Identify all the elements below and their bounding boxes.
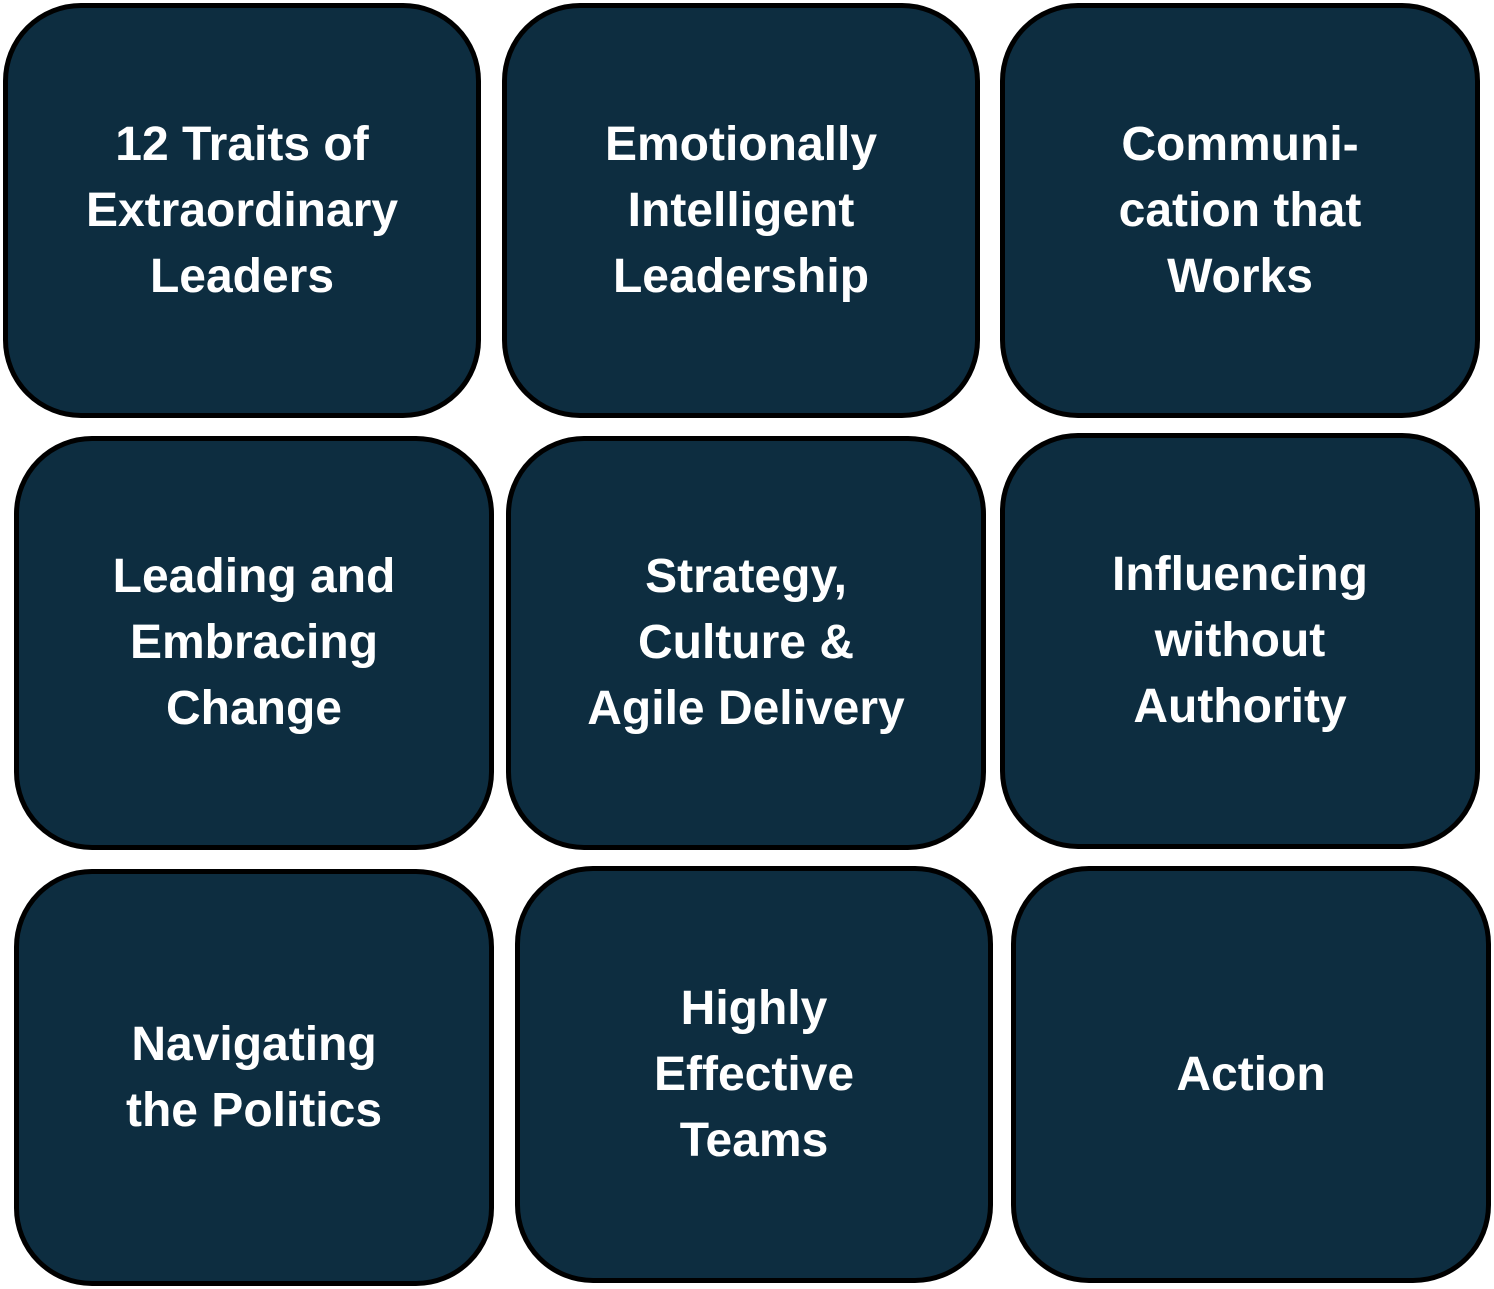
tile-label: Highly Effective Teams [653, 981, 855, 1167]
tile-emotionally-intelligent-leadership: Emotionally Intelligent Leadership [502, 3, 980, 418]
tile-effective-teams: Highly Effective Teams [515, 866, 993, 1283]
tile-navigating-politics: Navigating the Politics [14, 869, 494, 1286]
tile-leading-change: Leading and Embracing Change [14, 436, 494, 850]
tile-influencing: Influencing without Authority [1000, 433, 1480, 849]
tile-label: Emotionally Intelligent Leadership [604, 117, 878, 303]
tile-label: Strategy, Culture & Agile Delivery [587, 550, 905, 735]
tile-label: Influencing without Authority [1112, 548, 1368, 733]
tile-label: Action [1176, 1047, 1326, 1101]
tile-12-traits: 12 Traits of Extraordinary Leaders [3, 3, 481, 418]
tile-label: Navigating the Politics [125, 1017, 383, 1137]
tile-label: Leading and Embracing Change [112, 550, 396, 735]
tile-communication: Communi- cation that Works [1000, 3, 1480, 418]
tile-label: 12 Traits of Extraordinary Leaders [85, 117, 399, 303]
tile-strategy-culture: Strategy, Culture & Agile Delivery [506, 436, 986, 850]
tile-action: Action [1011, 866, 1491, 1283]
tile-label: Communi- cation that Works [1118, 117, 1362, 303]
